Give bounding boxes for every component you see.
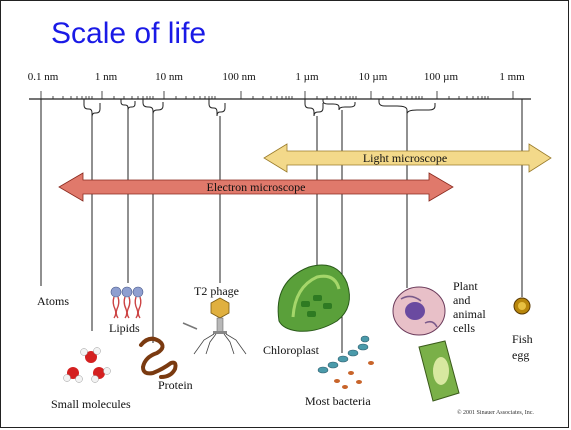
atoms-label: Atoms [37,294,69,309]
scale-label: 10 µm [359,71,388,83]
t2-phage-illustration [183,298,246,354]
lipids-label: Lipids [109,321,140,336]
fish-egg-label: Fish egg [512,331,533,363]
scale-label: 1 mm [499,71,524,83]
lipids-illustration [111,287,143,318]
electron-microscope-label: Electron microscope [207,180,306,194]
most-bacteria-illustration [318,336,374,389]
copyright-notice: © 2001 Sinauer Associates, Inc. [457,410,534,416]
small-molecules-label: Small molecules [51,397,131,412]
light-microscope-label: Light microscope [363,151,447,165]
scale-label: 1 nm [95,71,117,83]
scale-brackets [84,99,435,117]
fish-egg-illustration [514,298,530,314]
chloroplast-label: Chloroplast [263,343,319,358]
scale-label: 1 µm [295,71,318,83]
plant-animal-cells-illustration [393,287,459,401]
protein-illustration [141,339,176,377]
scale-label: 100 nm [222,71,255,83]
protein-label: Protein [158,378,193,393]
scale-label: 10 nm [155,71,183,83]
chloroplast-illustration [278,265,349,331]
plant-animal-cells-label: Plant and animal cells [453,279,486,335]
electron-microscope-arrow: Electron microscope [59,173,453,201]
scale-label: 0.1 nm [28,71,59,83]
scale-label: 100 µm [424,71,458,83]
most-bacteria-label: Most bacteria [305,394,371,409]
page-title: Scale of life [51,17,206,51]
scale-ticks [41,91,513,99]
small-molecules-illustration [64,348,111,383]
t2-phage-label: T2 phage [194,284,239,299]
